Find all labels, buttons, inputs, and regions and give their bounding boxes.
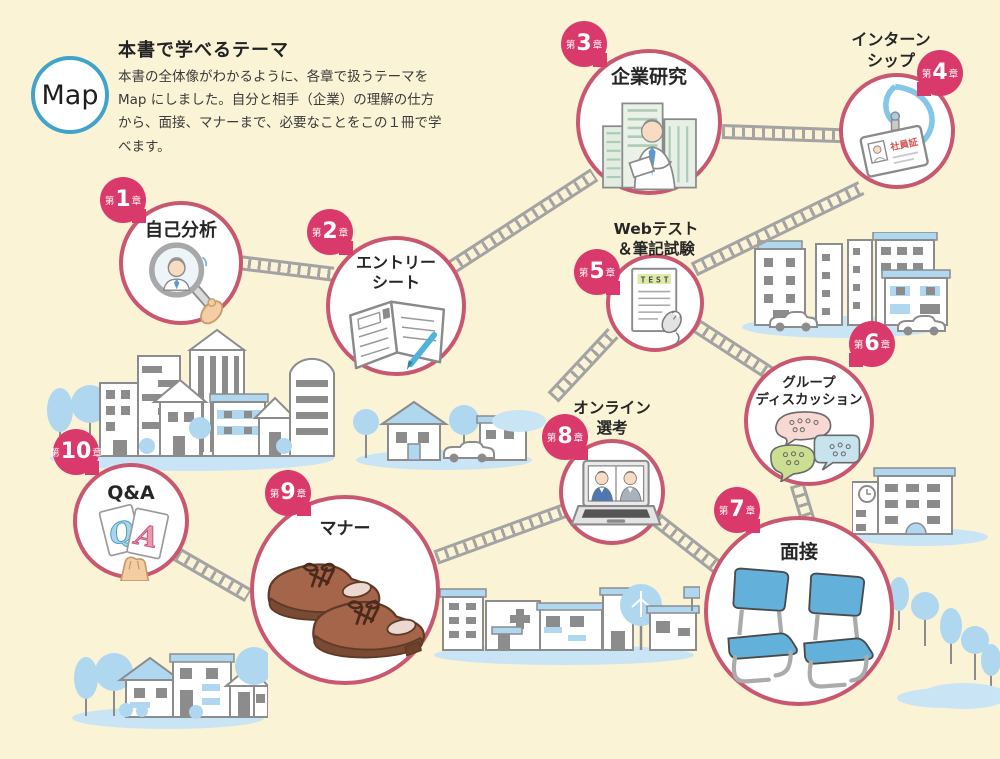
page-title: 本書で学べるテーマ [118,40,289,61]
city-cluster-bottom-left [72,647,268,729]
chapter-7-label: 面接 [779,541,818,563]
railway-track-ch2-ch3 [445,168,599,275]
office-buildings-person-icon [602,102,697,191]
chapter-5-circle: TEST [606,254,704,352]
chapter-3-label: 企業研究 [610,66,687,88]
ground-cloud-left-of-online [492,410,546,432]
employee-id-badge-icon: 社員証 [859,83,935,178]
city-cluster-school [852,467,988,546]
chapter-5-label: Webテスト ＆筆記試験 [613,220,699,259]
chapter-10-label: Q&A [107,482,155,504]
chapter-6-label: グループ ディスカッション [755,375,863,409]
speech-bubbles-icon [770,411,861,482]
leather-shoes-icon [267,562,426,659]
chapter-7-circle: 面接 [704,516,894,706]
interview-chairs-icon [720,562,880,698]
qa-cards-hand-icon: Q A [98,504,170,581]
chapter-3-circle: 企業研究 [576,49,722,195]
city-cluster-right-buildings [742,232,951,338]
chapter-10-circle: Q&A Q A [73,463,189,581]
railway-track-ch3-ch4 [721,124,843,144]
map-label: Map [41,79,99,111]
test-paper-mouse-icon: TEST [631,267,682,346]
chapter-8-circle [559,439,665,545]
chapter-9-label: マナー [319,519,371,539]
chapter-6-circle: グループ ディスカッション [744,356,874,486]
chapter-2-circle: エントリー シート [326,236,466,376]
entry-sheet-notebook-icon [348,300,446,371]
magnifying-glass-person-icon [149,242,224,325]
svg-text:TEST: TEST [641,274,672,284]
railway-track-ch5-ch8 [547,328,619,403]
chapter-4-label: インターン シップ [851,30,931,70]
laptop-video-call-icon [570,459,662,526]
chapter-1-label: 自己分析 [145,220,217,241]
chapter-8-label: オンライン 選考 [573,399,651,438]
city-cluster-bottom-center [434,584,700,665]
chapter-4-circle: 社員証 [839,73,955,189]
map-logo-circle: Map [31,56,109,134]
ground-cloud-bottom-right [920,683,1000,709]
railway-track-ch1-ch2 [237,255,335,282]
railway-track-ch8-ch9 [433,499,580,565]
page-description: 本書の全体像がわかるように、各章で扱うテーマを Map にしました。自分と相手（… [118,69,442,155]
city-cluster-center-houses [353,400,532,470]
chapter-2-label: エントリー シート [355,253,436,293]
chapter-9-circle: マナー [250,495,440,685]
